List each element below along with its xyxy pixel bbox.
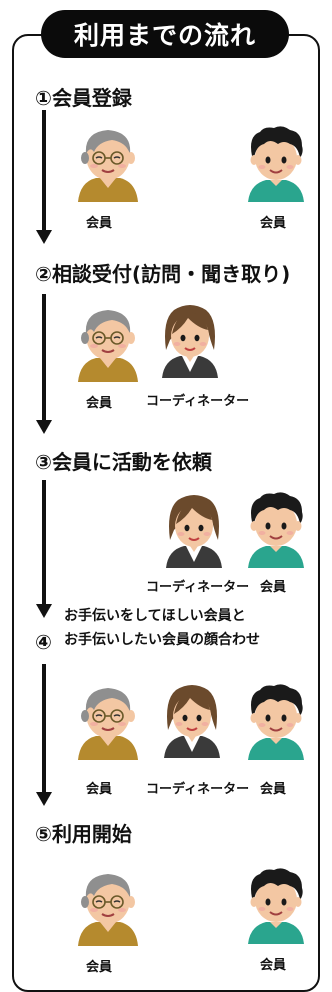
step-3-number: ③ <box>35 450 52 474</box>
step-4-arrow <box>36 664 52 806</box>
elderly-person-icon <box>72 124 144 202</box>
young-person-icon <box>240 124 312 202</box>
coordinator-person-icon <box>158 490 230 568</box>
coordinator-label: コーディネーター <box>146 394 250 409</box>
step-2-number: ② <box>35 262 52 286</box>
elderly-person-icon <box>72 304 144 382</box>
step-3-label: 会員に活動を依頼 <box>51 450 212 474</box>
step-2-label: 相談受付(訪問・聞き取り) <box>51 262 291 286</box>
member-label: 会員 <box>86 396 113 411</box>
member-label: 会員 <box>86 782 113 797</box>
step-1-title: ①会員登録 <box>35 82 132 111</box>
step-1-number: ① <box>35 86 52 110</box>
member-label: 会員 <box>260 782 287 797</box>
member-label: 会員 <box>260 580 287 595</box>
coordinator-label: コーディネーター <box>146 580 250 595</box>
step-2-title: ②相談受付(訪問・聞き取り) <box>35 258 290 287</box>
step-1-arrow <box>36 110 52 244</box>
coordinator-label: コーディネーター <box>146 782 250 797</box>
step-4-number: ④ <box>35 630 52 654</box>
step-5-number: ⑤ <box>35 822 52 846</box>
elderly-person-icon <box>72 868 144 946</box>
member-label: 会員 <box>86 960 113 975</box>
step-4-line-1: お手伝いをしてほしい会員と <box>64 608 246 624</box>
elderly-person-icon <box>72 682 144 760</box>
step-5-title: ⑤利用開始 <box>35 818 132 847</box>
member-label: 会員 <box>260 958 287 973</box>
member-label: 会員 <box>260 216 287 231</box>
member-label: 会員 <box>86 216 113 231</box>
step-4-line-2: お手伝いしたい会員の顔合わせ <box>64 632 260 648</box>
coordinator-person-icon <box>156 680 228 758</box>
step-1-label: 会員登録 <box>51 86 132 110</box>
young-person-icon <box>240 490 312 568</box>
page-title: 利用までの流れ <box>41 10 289 58</box>
step-3-arrow <box>36 480 52 618</box>
young-person-icon <box>240 866 312 944</box>
coordinator-person-icon <box>154 300 226 378</box>
step-5-label: 利用開始 <box>51 822 132 846</box>
step-2-arrow <box>36 294 52 434</box>
young-person-icon <box>240 682 312 760</box>
step-3-title: ③会員に活動を依頼 <box>35 446 212 475</box>
